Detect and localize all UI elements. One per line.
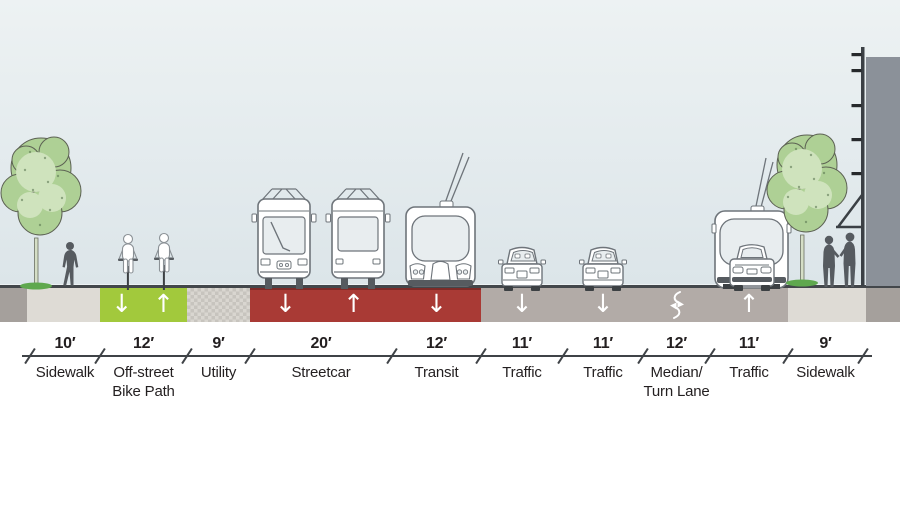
down-arrow-icon: ↓ bbox=[592, 289, 614, 318]
down-arrow-icon: ↓ bbox=[511, 289, 533, 318]
lane-name-line: Utility bbox=[200, 364, 237, 381]
lane-width-label: 9′ bbox=[819, 335, 832, 352]
lane-name-label: Traffic bbox=[481, 363, 563, 382]
down-arrow-icon: ↓ bbox=[111, 289, 133, 318]
lane-name-line: Sidewalk bbox=[35, 364, 95, 381]
lane-surface-median-turnlane bbox=[643, 288, 710, 322]
lane-name-line: Traffic bbox=[729, 364, 769, 381]
lane-width-label: 11′ bbox=[592, 335, 614, 352]
turn-arrow bbox=[667, 290, 687, 325]
lane-width-label: 20′ bbox=[310, 335, 332, 352]
curb-edge-strip bbox=[866, 288, 900, 322]
lane-name-line: Traffic bbox=[583, 364, 623, 381]
curb-edge-strip bbox=[0, 288, 27, 322]
lane-name-label: Median/Turn Lane bbox=[643, 363, 710, 401]
lane-name-line: Sidewalk bbox=[796, 364, 855, 381]
lane-name-label: Transit bbox=[392, 363, 481, 382]
lane-width-label: 12′ bbox=[665, 335, 688, 352]
two-way-turn-arrow-icon bbox=[669, 291, 684, 319]
lane-surface-sidewalk bbox=[788, 288, 866, 322]
lane-name-line: Traffic bbox=[502, 364, 542, 381]
lane-name-line: Transit bbox=[414, 364, 459, 381]
lane-name-line: Bike Path bbox=[112, 383, 175, 400]
lane-surface-transit: ↓ bbox=[392, 288, 481, 322]
lane-width-label: 10′ bbox=[54, 335, 76, 352]
lane-width-label: 9′ bbox=[212, 335, 225, 352]
lane-surface-utility bbox=[187, 288, 250, 322]
lane-name-label: Traffic bbox=[563, 363, 643, 382]
lane-surface-off-street-bikepath: ↓↑ bbox=[100, 288, 187, 322]
lane-name-line: Off-street bbox=[113, 364, 174, 381]
lane-surface-traffic: ↓ bbox=[481, 288, 563, 322]
up-arrow-icon: ↑ bbox=[738, 289, 760, 318]
lane-name-label: Utility bbox=[187, 363, 250, 382]
lane-name-label: Traffic bbox=[710, 363, 788, 382]
road-surface-band: ↓↑↓↑↓↓↓ ↑ bbox=[0, 285, 900, 322]
lane-name-label: Streetcar bbox=[250, 363, 392, 382]
lane-width-label: 11′ bbox=[738, 335, 760, 352]
lane-surface-streetcar: ↓↑ bbox=[250, 288, 392, 322]
down-arrow-icon: ↓ bbox=[275, 289, 296, 318]
lane-width-label: 12′ bbox=[425, 335, 448, 352]
lane-surface-traffic: ↑ bbox=[710, 288, 788, 322]
lane-name-line: Turn Lane bbox=[643, 383, 710, 400]
lane-name-label: Sidewalk bbox=[30, 363, 100, 382]
lane-width-label: 12′ bbox=[132, 335, 155, 352]
down-arrow-icon: ↓ bbox=[426, 289, 447, 318]
lane-name-line: Median/ bbox=[650, 364, 703, 381]
lane-surface-traffic: ↓ bbox=[563, 288, 643, 322]
lane-width-label: 11′ bbox=[511, 335, 533, 352]
lane-name-label: Sidewalk bbox=[788, 363, 863, 382]
dimension-line bbox=[22, 355, 872, 357]
lane-surface-sidewalk bbox=[27, 288, 100, 322]
up-arrow-icon: ↑ bbox=[343, 289, 365, 318]
lane-name-line: Streetcar bbox=[291, 364, 351, 381]
up-arrow-icon: ↑ bbox=[153, 289, 174, 318]
